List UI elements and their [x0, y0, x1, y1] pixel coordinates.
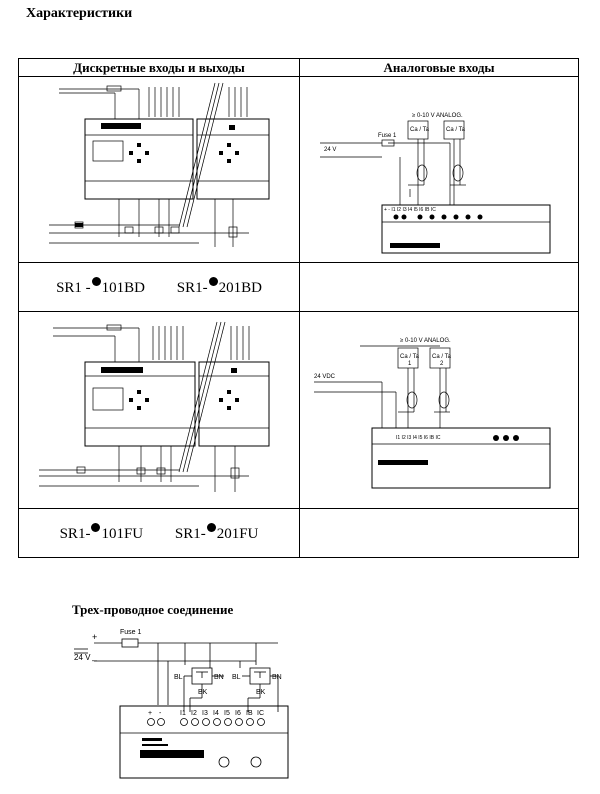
analog-bd-supply: 24 V: [324, 147, 336, 153]
three-wire-supply: 24 V: [74, 653, 91, 662]
analog-bd-fuse: Fuse 1: [378, 133, 397, 139]
bullet-icon: [91, 523, 101, 532]
model-101fu: SR1-101FU: [60, 523, 143, 542]
model-101bd: SR1 -101BD: [56, 277, 145, 296]
three-wire-bn-2: BN: [272, 674, 282, 681]
empty-cell: [299, 508, 579, 558]
three-wire-minus: –: [92, 655, 97, 665]
terminal-label: I1: [180, 710, 186, 717]
analog-fu-terminals: I1 I2 I3 I4 I5 I6 IB IC: [396, 435, 441, 441]
analog-fu-header: ≥ 0-10 V ANALOG.: [400, 338, 451, 344]
wiring-diagram-analog-fu: ≥ 0-10 V ANALOG. Ca / Ta Ca / Ta 1 2 24 …: [299, 311, 579, 509]
analog-fu-sensor-num-1: 1: [408, 361, 412, 367]
analog-fu-sensor-num-2: 2: [440, 361, 444, 367]
three-wire-heading: Трех-проводное соединение: [72, 602, 234, 617]
analog-bd-sensor-2: Ca / Ta: [446, 127, 466, 133]
page-title: Характеристики: [26, 6, 133, 21]
terminal-label: IC: [257, 710, 264, 717]
three-wire-plus: +: [92, 632, 97, 642]
empty-cell: [299, 262, 579, 312]
wiring-diagram-analog-bd: ≥ 0-10 V ANALOG. Ca / Ta Ca / Ta Fuse 1 …: [299, 76, 579, 263]
three-wire-bl-1: BL: [174, 674, 183, 681]
terminal-label: I2: [191, 710, 197, 717]
wiring-diagram-discrete-bd: [18, 76, 300, 263]
analog-fu-svg: ≥ 0-10 V ANALOG. Ca / Ta Ca / Ta 1 2 24 …: [314, 338, 551, 489]
model-row-bd: SR1 -101BD SR1-201BD: [18, 262, 300, 312]
wiring-diagram-discrete-bd-svg: [49, 82, 270, 247]
bullet-icon: [208, 277, 218, 286]
terminal-label: IB: [246, 710, 253, 717]
three-wire-fuse: Fuse 1: [120, 629, 142, 636]
wiring-diagram-discrete-fu: [18, 311, 300, 509]
model-row-fu: SR1-101FU SR1-201FU: [18, 508, 300, 558]
analog-bd-header: ≥ 0-10 V ANALOG.: [412, 113, 463, 119]
wiring-diagram-discrete-fu-svg: [39, 321, 270, 492]
model-201bd: SR1-201BD: [177, 277, 262, 296]
terminal-label: I6: [235, 710, 241, 717]
analog-bd-svg: ≥ 0-10 V ANALOG. Ca / Ta Ca / Ta Fuse 1 …: [320, 113, 551, 254]
bullet-icon: [91, 277, 101, 286]
analog-fu-sensor-1: Ca / Ta: [400, 354, 420, 360]
terminal-label: +: [148, 710, 152, 717]
analog-fu-sensor-2: Ca / Ta: [432, 354, 452, 360]
terminal-label: I4: [213, 710, 219, 717]
terminal-label: -: [159, 710, 162, 717]
three-wire-diagram: Fuse 1 + – 24 V BL BN BK BL BN BK + - I1…: [74, 629, 289, 779]
terminal-label: I3: [202, 710, 208, 717]
analog-bd-terminals: + - I1 I2 I3 I4 I5 I6 IB IC: [384, 207, 436, 213]
bullet-icon: [206, 523, 216, 532]
terminal-label: I5: [224, 710, 230, 717]
three-wire-bl-2: BL: [232, 674, 241, 681]
three-wire-bk-1: BK: [198, 689, 208, 696]
col-header-discrete: Дискретные входы и выходы: [18, 58, 300, 77]
three-wire-bn-1: BN: [214, 674, 224, 681]
three-wire-bk-2: BK: [256, 689, 266, 696]
spec-table: Дискретные входы и выходы Аналоговые вхо…: [18, 58, 579, 558]
model-201fu: SR1-201FU: [175, 523, 258, 542]
analog-fu-supply: 24 VDC: [314, 374, 336, 380]
analog-bd-sensor-1: Ca / Ta: [410, 127, 430, 133]
col-header-analog: Аналоговые входы: [299, 58, 579, 77]
